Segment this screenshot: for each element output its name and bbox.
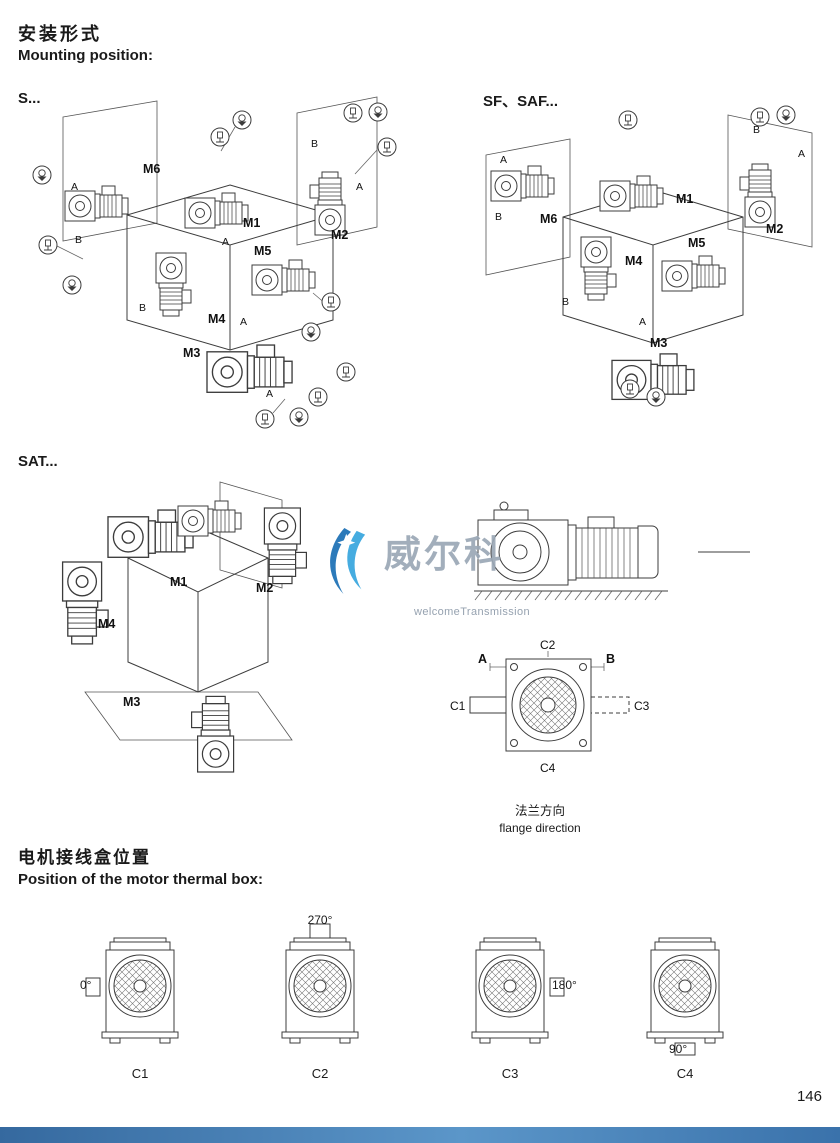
mounting-planes: [485, 114, 813, 276]
face-letter: A: [356, 181, 363, 193]
gearmotor-m3: [191, 695, 235, 773]
gearmotor-m5: [251, 259, 316, 296]
face-letter: B: [753, 124, 760, 136]
face-letter: A: [71, 181, 78, 193]
face-letter: B: [495, 211, 502, 223]
footer-accent-bar: [0, 1127, 840, 1143]
m2-label: M2: [256, 581, 273, 595]
face-letter: B: [562, 296, 569, 308]
m2-label: M2: [331, 228, 348, 242]
m4-label: M4: [208, 312, 225, 326]
m2-label: M2: [766, 222, 783, 236]
gearmotor-m1: [184, 192, 249, 229]
gearmotor-m1: [107, 500, 242, 558]
face-letter: A: [222, 236, 229, 248]
gearmotor-m4: [580, 236, 617, 301]
gearmotor-side-view: [474, 501, 750, 601]
thermal-unit-front-view: [85, 937, 179, 1044]
page-title-cn: 安装形式: [18, 24, 102, 44]
gearmotor-m3: [206, 344, 293, 393]
gearmotor-m6: [490, 165, 555, 202]
flange-bottom-label: C4: [540, 761, 556, 775]
section-label-s: S...: [18, 90, 41, 107]
mounting-planes: [62, 96, 378, 246]
face-letter: A: [639, 316, 646, 328]
thermal-unit-front-view: [281, 923, 359, 1044]
thermal-position-c2: 270° C2: [260, 913, 380, 1095]
m3-label: M3: [650, 336, 667, 350]
thermal-title-en: Position of the motor thermal box:: [18, 871, 264, 888]
page-title-en: Mounting position:: [18, 47, 153, 64]
brand-name-cn: 威尔科: [384, 534, 504, 575]
thermal-unit-front-view: [646, 937, 724, 1056]
mounting-planes: [84, 481, 293, 741]
face-letter: A: [266, 388, 273, 400]
thermal-unit-front-view: [471, 937, 565, 1044]
position-label: C3: [501, 1066, 519, 1081]
flange-corner-b: B: [606, 652, 615, 666]
m5-label: M5: [688, 236, 705, 250]
section-label-sat: SAT...: [18, 453, 58, 470]
indicator-plugs: [32, 102, 397, 429]
m3-label: M3: [183, 346, 200, 360]
m1-label: M1: [170, 575, 187, 589]
face-letter: B: [311, 138, 318, 150]
m4-label: M4: [625, 254, 642, 268]
angle-label: 0°: [80, 978, 92, 992]
face-letter: A: [240, 316, 247, 328]
brand-watermark: 威尔科 welcomeTransmission: [318, 520, 568, 620]
angle-label: 90°: [669, 1042, 688, 1056]
thermal-position-c1: 0° C1: [80, 930, 200, 1095]
terminal-box: [309, 923, 331, 939]
s-mounting-diagram: M6 M1 M2 M5 M4 M3 A B A B A B A A: [32, 96, 397, 429]
sf-mounting-diagram: M6 M1 M2 M5 M4 M3 A B B A B A: [485, 105, 813, 407]
gearmotor-m2: [309, 171, 346, 236]
position-label: C2: [311, 1066, 329, 1081]
brand-logo-icon: [330, 528, 366, 595]
m6-label: M6: [540, 212, 557, 226]
face-letter: A: [500, 154, 507, 166]
m1-label: M1: [676, 192, 693, 206]
m4-label: M4: [98, 617, 115, 631]
flange-right-label: C3: [634, 699, 650, 713]
brand-name-en: welcomeTransmission: [414, 606, 530, 618]
gearmotor-m4: [155, 252, 192, 317]
mounting-cube: [127, 527, 269, 693]
gearmotor-m4: [61, 561, 109, 645]
flange-caption-cn: 法兰方向: [514, 804, 565, 818]
gearmotor-m2: [739, 163, 776, 228]
flange-caption-en: flange direction: [499, 821, 581, 835]
flange-corner-a: A: [478, 652, 487, 666]
terminal-box: [674, 1042, 696, 1056]
position-label: C1: [131, 1066, 149, 1081]
section-label-sf: SF、SAF...: [483, 93, 559, 110]
mounting-cube: [562, 189, 744, 344]
shaft-c1: [469, 696, 507, 714]
m3-label: M3: [123, 695, 140, 709]
terminal-box: [549, 977, 565, 997]
sat-mounting-diagram: M1 M2 M4 M3: [61, 481, 307, 773]
terminal-box: [85, 977, 101, 997]
flange-caption: 法兰方向 flange direction: [460, 800, 620, 835]
thermal-title-cn: 电机接线盒位置: [18, 848, 151, 867]
angle-label: 180°: [552, 978, 577, 992]
thermal-position-c3: 180° C3: [450, 930, 577, 1095]
flange-direction-diagram: C1 C2 C3 C4 A B: [450, 638, 650, 775]
gearmotor-m5: [661, 255, 726, 292]
face-letter: A: [798, 148, 805, 160]
m1-label: M1: [243, 216, 260, 230]
gearmotor-m1: [599, 175, 664, 212]
m6-label: M6: [143, 162, 160, 176]
position-label: C4: [676, 1066, 694, 1081]
flange-left-label: C1: [450, 699, 466, 713]
angle-label: 270°: [307, 913, 333, 927]
face-letter: B: [139, 302, 146, 314]
page-number: 146: [796, 1088, 822, 1105]
face-letter: B: [75, 234, 82, 246]
thermal-position-c4: 90° C4: [625, 930, 745, 1095]
gearmotor-m2: [263, 507, 307, 585]
m5-label: M5: [254, 244, 271, 258]
flange-top-label: C2: [540, 638, 556, 652]
shaft-c3: [590, 696, 630, 714]
